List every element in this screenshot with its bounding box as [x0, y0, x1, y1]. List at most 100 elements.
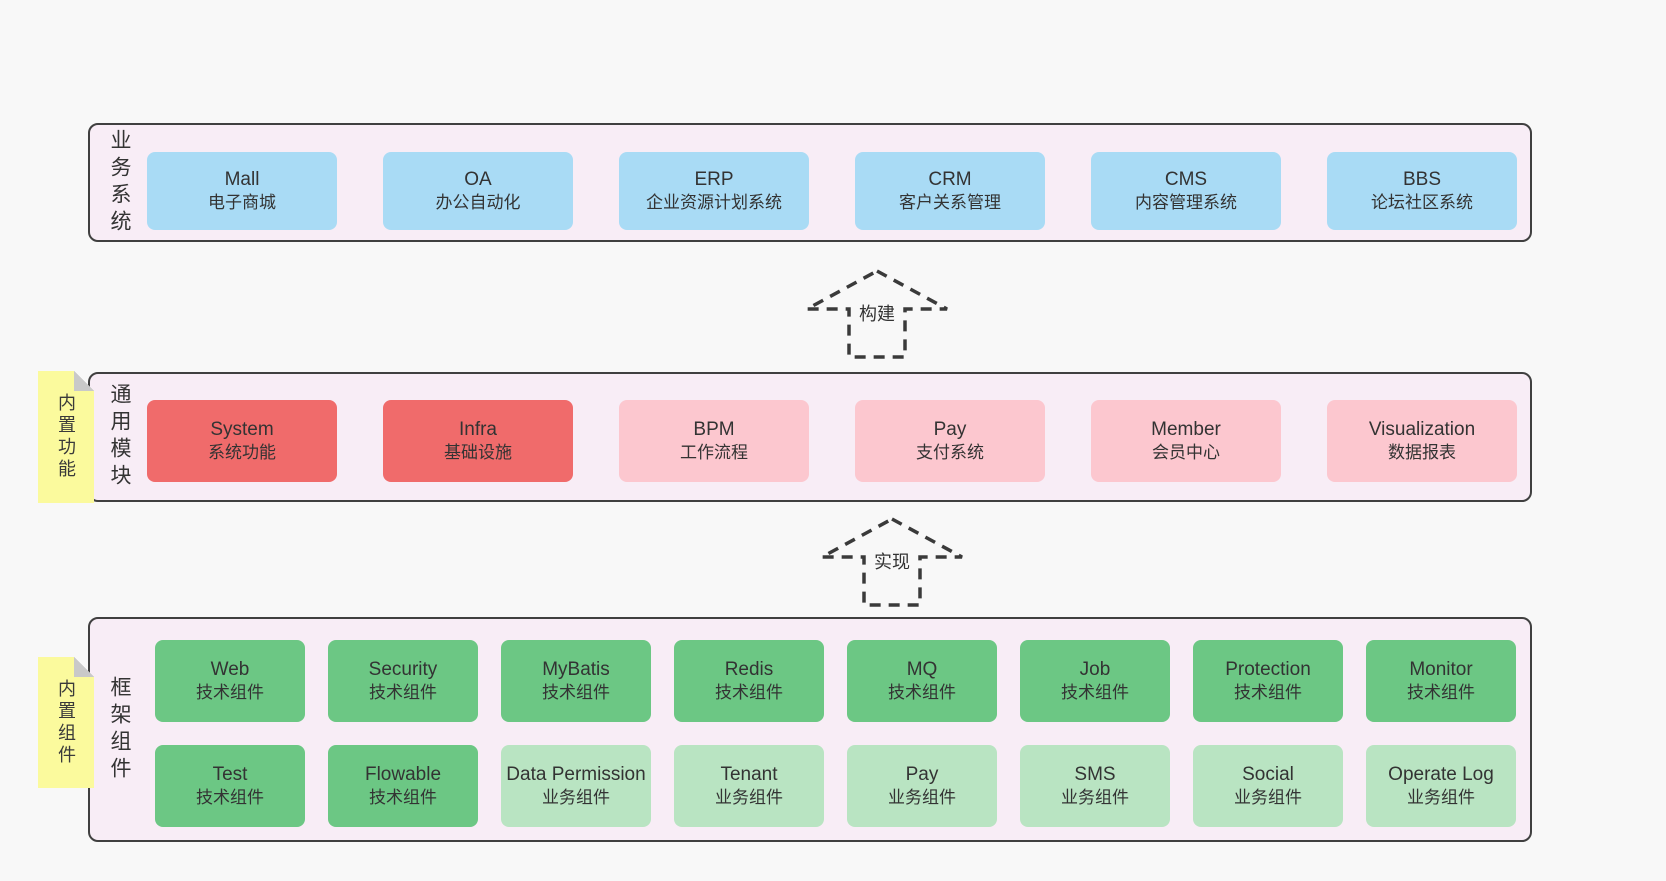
- box-sms: SMS 业务组件: [1020, 745, 1170, 827]
- box-system: System 系统功能: [147, 400, 337, 482]
- note-builtin-components-text: 内置组件: [56, 678, 76, 767]
- framework-components-row-2: Test 技术组件 Flowable 技术组件 Data Permission …: [155, 745, 1516, 827]
- note-builtin-features-text: 内置功能: [56, 393, 76, 481]
- framework-components-row-1: Web 技术组件 Security 技术组件 MyBatis 技术组件 Redi…: [155, 640, 1516, 722]
- box-subtitle: 技术组件: [1407, 683, 1475, 703]
- box-subtitle: 基础设施: [444, 443, 512, 463]
- box-title: BPM: [693, 418, 735, 440]
- box-title: CRM: [928, 168, 972, 190]
- box-title: Protection: [1225, 658, 1311, 680]
- box-title: BBS: [1402, 168, 1442, 190]
- box-cms: CMS 内容管理系统: [1091, 152, 1281, 230]
- box-subtitle: 业务组件: [1234, 788, 1302, 808]
- box-pay-module: Pay 支付系统: [855, 400, 1045, 482]
- box-subtitle: 客户关系管理: [899, 193, 1001, 213]
- box-test: Test 技术组件: [155, 745, 305, 827]
- box-subtitle: 技术组件: [369, 788, 437, 808]
- band-framework-components: 框架组件 Web 技术组件 Security 技术组件 MyBatis 技术组件…: [88, 617, 1532, 842]
- box-subtitle: 数据报表: [1388, 443, 1456, 463]
- note-folded-corner: [74, 371, 94, 391]
- box-title: Redis: [724, 658, 774, 680]
- band-common-modules-label: 通用模块: [108, 383, 131, 491]
- box-subtitle: 会员中心: [1152, 443, 1220, 463]
- band-business-systems: 业务系统 Mall 电子商城 OA 办公自动化 ERP 企业资源计划系统 CRM…: [88, 123, 1532, 242]
- box-title: OA: [464, 168, 492, 190]
- box-pay-component: Pay 业务组件: [847, 745, 997, 827]
- box-title: Monitor: [1409, 658, 1473, 680]
- box-title: Operate Log: [1388, 763, 1494, 785]
- box-title: MyBatis: [542, 658, 610, 680]
- box-title: Social: [1242, 763, 1294, 785]
- box-subtitle: 技术组件: [1061, 683, 1129, 703]
- box-erp: ERP 企业资源计划系统: [619, 152, 809, 230]
- box-bpm: BPM 工作流程: [619, 400, 809, 482]
- box-title: Tenant: [720, 763, 778, 785]
- box-member: Member 会员中心: [1091, 400, 1281, 482]
- box-subtitle: 电子商城: [208, 193, 276, 213]
- box-mybatis: MyBatis 技术组件: [501, 640, 651, 722]
- note-folded-corner: [74, 657, 94, 677]
- box-web: Web 技术组件: [155, 640, 305, 722]
- box-subtitle: 企业资源计划系统: [646, 193, 782, 213]
- box-title: ERP: [694, 168, 734, 190]
- box-visualization: Visualization 数据报表: [1327, 400, 1517, 482]
- box-title: Web: [210, 658, 250, 680]
- note-builtin-components: 内置组件: [38, 657, 94, 788]
- box-subtitle: 支付系统: [916, 443, 984, 463]
- box-subtitle: 技术组件: [542, 683, 610, 703]
- arrow-up-build: 构建: [802, 268, 952, 360]
- box-subtitle: 业务组件: [715, 788, 783, 808]
- box-data-permission: Data Permission 业务组件: [501, 745, 651, 827]
- box-crm: CRM 客户关系管理: [855, 152, 1045, 230]
- box-title: Member: [1151, 418, 1221, 440]
- box-subtitle: 业务组件: [1061, 788, 1129, 808]
- box-title: SMS: [1074, 763, 1116, 785]
- box-job: Job 技术组件: [1020, 640, 1170, 722]
- box-subtitle: 论坛社区系统: [1371, 193, 1473, 213]
- common-modules-box-row: System 系统功能 Infra 基础设施 BPM 工作流程 Pay 支付系统…: [147, 400, 1517, 482]
- box-subtitle: 业务组件: [542, 788, 610, 808]
- box-flowable: Flowable 技术组件: [328, 745, 478, 827]
- box-title: Job: [1079, 658, 1111, 680]
- band-business-systems-label: 业务系统: [108, 128, 131, 237]
- box-subtitle: 技术组件: [888, 683, 956, 703]
- box-operate-log: Operate Log 业务组件: [1366, 745, 1516, 827]
- box-title: System: [210, 418, 274, 440]
- box-subtitle: 技术组件: [196, 788, 264, 808]
- box-redis: Redis 技术组件: [674, 640, 824, 722]
- arrow-up-implement: 实现: [817, 516, 967, 608]
- box-subtitle: 工作流程: [680, 443, 748, 463]
- arrow-build-label: 构建: [856, 304, 898, 326]
- box-tenant: Tenant 业务组件: [674, 745, 824, 827]
- box-title: Pay: [905, 763, 939, 785]
- box-subtitle: 技术组件: [1234, 683, 1302, 703]
- band-framework-components-label: 框架组件: [108, 675, 131, 784]
- box-security: Security 技术组件: [328, 640, 478, 722]
- box-title: MQ: [906, 658, 938, 680]
- box-subtitle: 业务组件: [888, 788, 956, 808]
- box-bbs: BBS 论坛社区系统: [1327, 152, 1517, 230]
- box-title: CMS: [1164, 168, 1208, 190]
- business-systems-box-row: Mall 电子商城 OA 办公自动化 ERP 企业资源计划系统 CRM 客户关系…: [147, 152, 1517, 230]
- arrow-implement-label: 实现: [871, 552, 913, 574]
- band-common-modules: 通用模块 System 系统功能 Infra 基础设施 BPM 工作流程 Pay…: [88, 372, 1532, 502]
- box-subtitle: 系统功能: [208, 443, 276, 463]
- box-subtitle: 办公自动化: [435, 193, 521, 213]
- box-social: Social 业务组件: [1193, 745, 1343, 827]
- box-protection: Protection 技术组件: [1193, 640, 1343, 722]
- box-subtitle: 技术组件: [715, 683, 783, 703]
- box-subtitle: 内容管理系统: [1135, 193, 1237, 213]
- box-subtitle: 业务组件: [1407, 788, 1475, 808]
- box-title: Flowable: [364, 763, 442, 785]
- note-builtin-features: 内置功能: [38, 371, 94, 503]
- box-title: Mall: [224, 168, 260, 190]
- box-title: Data Permission: [506, 763, 646, 785]
- box-title: Security: [368, 658, 438, 680]
- box-subtitle: 技术组件: [369, 683, 437, 703]
- box-title: Visualization: [1368, 418, 1476, 440]
- dashed-up-arrow-icon: [821, 517, 963, 607]
- box-oa: OA 办公自动化: [383, 152, 573, 230]
- box-mq: MQ 技术组件: [847, 640, 997, 722]
- box-title: Test: [212, 763, 248, 785]
